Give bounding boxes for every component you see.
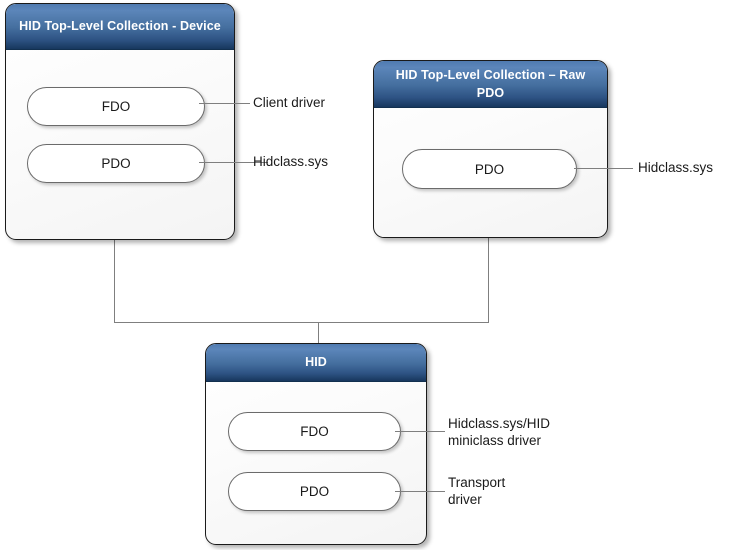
device-object-pdo-label: PDO: [101, 156, 131, 171]
leader-transport-driver: [395, 491, 445, 492]
hid-object-pdo-label: PDO: [299, 484, 330, 499]
leader-hidclass-device: [199, 162, 268, 163]
annotation-transport-driver: Transport driver: [448, 475, 506, 508]
box-hid[interactable]: HID FDO PDO: [205, 343, 427, 545]
device-object-fdo-label: FDO: [101, 99, 131, 114]
hid-object-fdo[interactable]: FDO: [228, 412, 401, 451]
connector-device-to-bus: [114, 240, 115, 323]
box-hid-tlc-device[interactable]: HID Top-Level Collection - Device FDO PD…: [5, 3, 235, 240]
connector-rawpdo-to-bus: [488, 238, 489, 323]
raw-pdo-object-label: PDO: [474, 161, 505, 177]
box-hid-title: HID: [206, 344, 426, 382]
raw-pdo-object[interactable]: PDO: [402, 149, 577, 189]
hid-object-pdo[interactable]: PDO: [228, 472, 401, 511]
annotation-client-driver: Client driver: [253, 95, 326, 110]
annotation-hidclass-raw: Hidclass.sys: [638, 160, 714, 175]
box-hid-tlc-raw-pdo-title: HID Top-Level Collection – Raw PDO: [374, 61, 607, 108]
leader-hidclass-raw: [574, 168, 633, 169]
device-object-pdo[interactable]: PDO: [27, 144, 205, 183]
leader-hidclass-miniclass: [395, 431, 445, 432]
device-object-fdo[interactable]: FDO: [27, 87, 205, 126]
box-hid-tlc-device-title: HID Top-Level Collection - Device: [6, 4, 234, 50]
connector-bus-horizontal: [114, 322, 489, 323]
connector-bus-to-hid: [318, 322, 319, 344]
leader-client-driver: [199, 103, 250, 104]
hid-object-fdo-label: FDO: [300, 424, 329, 439]
annotation-hidclass-device: Hidclass.sys: [253, 154, 329, 169]
annotation-hidclass-miniclass: Hidclass.sys/HID miniclass driver: [448, 416, 551, 449]
box-hid-tlc-raw-pdo[interactable]: HID Top-Level Collection – Raw PDO PDO: [373, 60, 608, 238]
box-hid-body: [206, 382, 426, 544]
